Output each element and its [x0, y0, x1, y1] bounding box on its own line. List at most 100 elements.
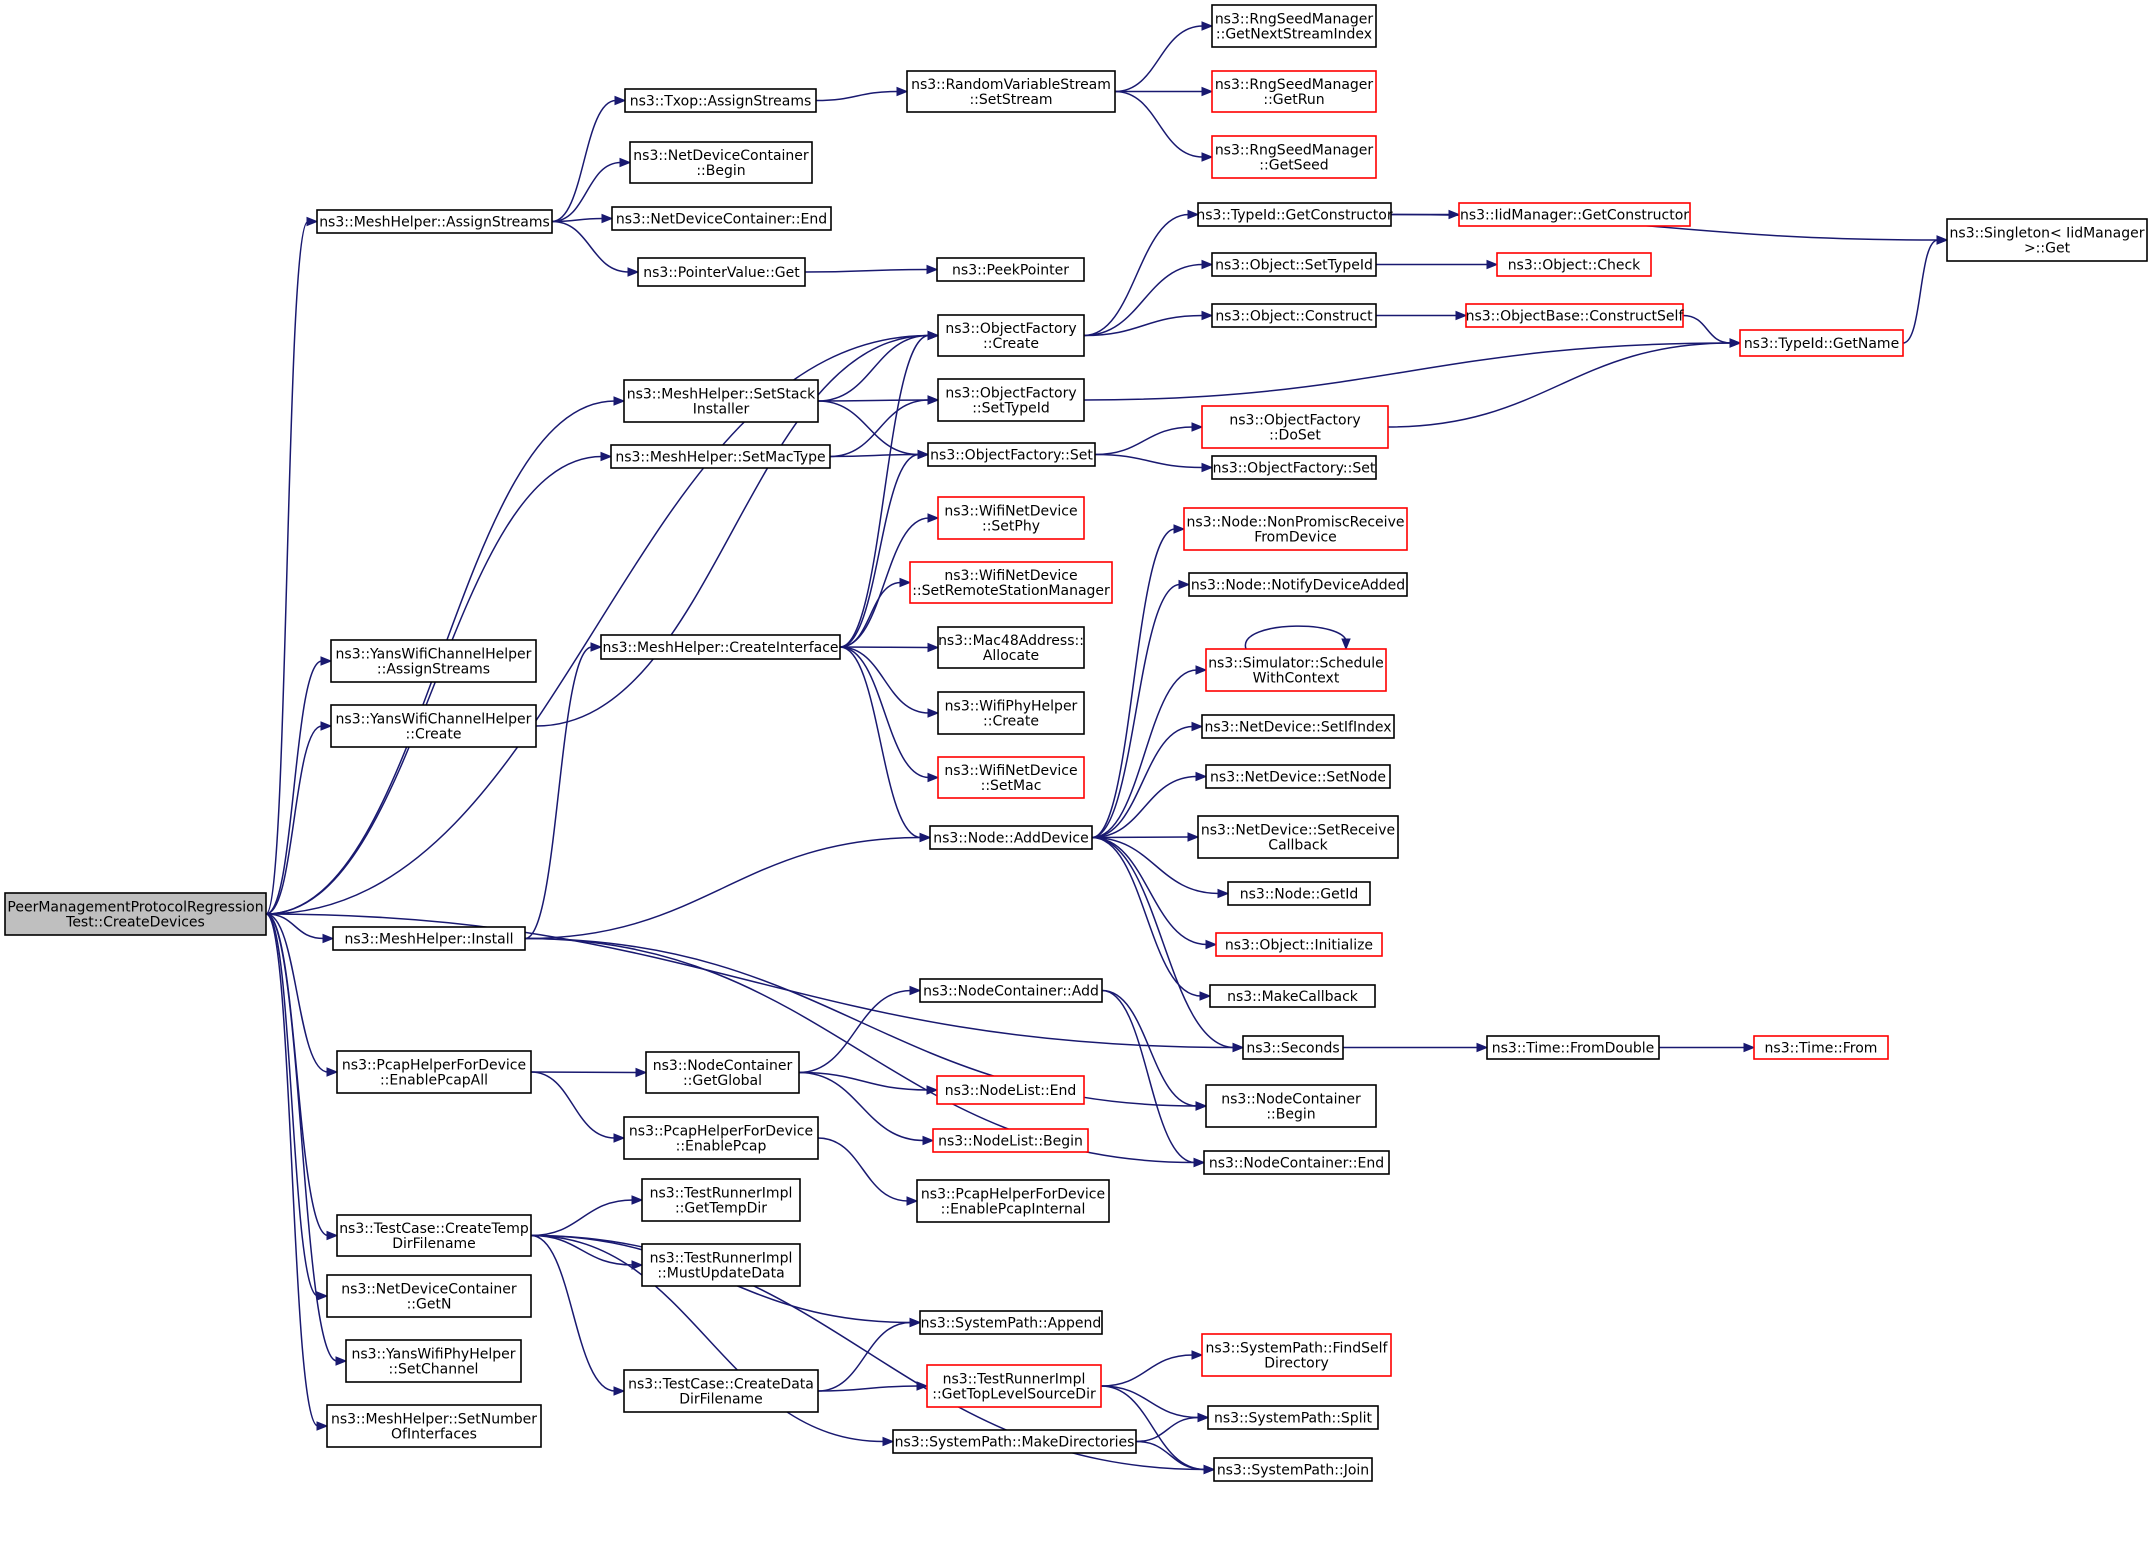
node-sp-split[interactable]: ns3::SystemPath::Split: [1207, 1405, 1379, 1430]
node-rvs-setstream[interactable]: ns3::RandomVariableStream::SetStream: [906, 70, 1116, 113]
node-mac48-alloc[interactable]: ns3::Mac48Address::Allocate: [937, 626, 1085, 669]
arrowhead-mh_createif-to-of_set: [917, 449, 930, 460]
node-wnd-setrsm[interactable]: ns3::WifiNetDevice::SetRemoteStationMana…: [909, 561, 1113, 604]
node-nl-end[interactable]: ns3::NodeList::End: [936, 1075, 1085, 1105]
node-wnd-setphy[interactable]: ns3::WifiNetDevice::SetPhy: [937, 496, 1085, 540]
node-tri-gettop[interactable]: ns3::TestRunnerImpl::GetTopLevelSourceDi…: [926, 1364, 1102, 1408]
node-of-set[interactable]: ns3::ObjectFactory::Set: [927, 442, 1096, 467]
node-box: [936, 257, 1085, 282]
node-mh-createif[interactable]: ns3::MeshHelper::CreateInterface: [600, 634, 841, 660]
node-ndc-begin[interactable]: ns3::NetDeviceContainer::Begin: [629, 141, 813, 184]
node-pcap-enable[interactable]: ns3::PcapHelperForDevice::EnablePcap: [623, 1116, 819, 1160]
edge-tc_temp-to-tc_data: [530, 1234, 616, 1392]
edge-tc_temp-to-sp_mkdirs: [530, 1234, 885, 1443]
node-seconds[interactable]: ns3::Seconds: [1242, 1035, 1344, 1060]
node-node-adddev[interactable]: ns3::Node::AddDevice: [929, 825, 1093, 850]
node-box: [641, 1243, 801, 1287]
node-mh-install[interactable]: ns3::MeshHelper::Install: [332, 926, 526, 951]
node-wph-create[interactable]: ns3::WifiPhyHelper::Create: [937, 691, 1085, 735]
node-rsm-nextidx[interactable]: ns3::RngSeedManager::GetNextStreamIndex: [1211, 4, 1377, 48]
node-sp-append[interactable]: ns3::SystemPath::Append: [919, 1310, 1103, 1335]
node-obj-settypeid[interactable]: ns3::Object::SetTypeId: [1211, 252, 1377, 277]
node-ob-constructself[interactable]: ns3::ObjectBase::ConstructSelf: [1465, 303, 1685, 328]
node-label-line: FromDevice: [1254, 530, 1337, 546]
node-pv-get[interactable]: ns3::PointerValue::Get: [637, 257, 806, 287]
node-rsm-getseed[interactable]: ns3::RngSeedManager::GetSeed: [1211, 135, 1377, 179]
node-pcap-internal[interactable]: ns3::PcapHelperForDevice::EnablePcapInte…: [916, 1179, 1110, 1223]
node-mh-setmac[interactable]: ns3::MeshHelper::SetMacType: [610, 444, 831, 469]
node-box: [330, 704, 537, 748]
edge-tc_temp-to-tri_gettemp: [530, 1199, 634, 1237]
node-singleton-get[interactable]: ns3::Singleton< IidManager >::Get: [1946, 218, 2148, 262]
node-makecb[interactable]: ns3::MakeCallback: [1209, 984, 1376, 1008]
node-sp-join[interactable]: ns3::SystemPath::Join: [1213, 1457, 1373, 1482]
node-tid-getctor[interactable]: ns3::TypeId::GetConstructor: [1196, 202, 1393, 227]
node-label-line: ns3::Time::From: [1765, 1041, 1878, 1057]
node-time-from[interactable]: ns3::Time::From: [1753, 1035, 1889, 1060]
node-of-set2[interactable]: ns3::ObjectFactory::Set: [1211, 455, 1377, 480]
node-label-line: ns3::NodeContainer::Add: [923, 984, 1099, 1000]
node-box: [1211, 252, 1377, 277]
node-tid-getname[interactable]: ns3::TypeId::GetName: [1739, 329, 1904, 357]
node-txop-assign[interactable]: ns3::Txop::AssignStreams: [624, 88, 817, 113]
node-nc-begin[interactable]: ns3::NodeContainer::Begin: [1205, 1084, 1377, 1128]
arrowhead-root-to-mh_setnum: [316, 1421, 329, 1431]
node-obj-init[interactable]: ns3::Object::Initialize: [1215, 932, 1383, 957]
node-label-line: ::MustUpdateData: [657, 1266, 784, 1282]
node-sp-mkdirs[interactable]: ns3::SystemPath::MakeDirectories: [892, 1429, 1137, 1454]
node-yans-create[interactable]: ns3::YansWifiChannelHelper::Create: [330, 704, 537, 748]
arrowhead-sp_mkdirs-to-sp_join: [1203, 1464, 1216, 1475]
arrowhead-root-to-mh_setstack: [613, 396, 626, 406]
edge-mh_install-to-node_adddev: [524, 836, 922, 940]
node-nd-setnode[interactable]: ns3::NetDevice::SetNode: [1205, 764, 1391, 789]
node-tri-gettemp[interactable]: ns3::TestRunnerImpl::GetTempDir: [641, 1178, 801, 1222]
node-label-line: ns3::YansWifiPhyHelper: [351, 1347, 515, 1363]
node-of-doset[interactable]: ns3::ObjectFactory::DoSet: [1201, 405, 1389, 449]
arrowhead-root-to-yans_create: [320, 721, 333, 731]
node-of-settypeid[interactable]: ns3::ObjectFactory::SetTypeId: [937, 378, 1085, 422]
node-nc-end[interactable]: ns3::NodeContainer::End: [1203, 1150, 1390, 1175]
node-nd-setifindex[interactable]: ns3::NetDevice::SetIfIndex: [1201, 714, 1395, 739]
node-obj-check[interactable]: ns3::Object::Check: [1496, 252, 1652, 277]
arrowhead-tid_getname-to-singleton_get: [1936, 235, 1949, 245]
node-of-create[interactable]: ns3::ObjectFactory::Create: [937, 314, 1085, 357]
node-label-line: ns3::Node::NonPromiscReceive: [1187, 515, 1405, 531]
node-yansphy-setch[interactable]: ns3::YansWifiPhyHelper::SetChannel: [345, 1339, 522, 1383]
node-pcap-all[interactable]: ns3::PcapHelperForDevice::EnablePcapAll: [336, 1050, 532, 1094]
node-box: [1211, 4, 1377, 48]
node-yans-assign[interactable]: ns3::YansWifiChannelHelper::AssignStream…: [330, 639, 537, 683]
node-ndc-end[interactable]: ns3::NetDeviceContainer::End: [611, 206, 832, 231]
node-nc-add[interactable]: ns3::NodeContainer::Add: [919, 978, 1103, 1003]
node-obj-construct[interactable]: ns3::Object::Construct: [1211, 303, 1377, 328]
node-tri-must[interactable]: ns3::TestRunnerImpl::MustUpdateData: [641, 1243, 801, 1287]
arrowhead-nc_add-to-nc_end: [1193, 1157, 1206, 1168]
node-root[interactable]: PeerManagementProtocolRegressionTest::Cr…: [4, 892, 267, 936]
node-box: [623, 1369, 819, 1413]
node-nc-getglobal[interactable]: ns3::NodeContainer::GetGlobal: [645, 1051, 800, 1094]
node-nl-begin[interactable]: ns3::NodeList::Begin: [932, 1128, 1089, 1153]
edge-mh_setmac-to-of_settypeid: [829, 399, 930, 458]
node-box: [623, 1116, 819, 1160]
node-label-line: ::DoSet: [1269, 428, 1321, 444]
node-wnd-setmac[interactable]: ns3::WifiNetDevice::SetMac: [937, 756, 1085, 799]
node-box: [316, 209, 553, 234]
node-iid-getctor[interactable]: ns3::IidManager::GetConstructor: [1458, 202, 1691, 227]
edge-root-to-mh_assign: [265, 220, 309, 915]
edge-root-to-yans_create: [265, 725, 323, 915]
node-peekpointer[interactable]: ns3::PeekPointer: [936, 257, 1085, 282]
node-rsm-getrun[interactable]: ns3::RngSeedManager::GetRun: [1211, 70, 1377, 113]
node-node-getid[interactable]: ns3::Node::GetId: [1227, 881, 1371, 906]
node-mh-assign[interactable]: ns3::MeshHelper::AssignStreams: [316, 209, 553, 234]
node-ndc-getn[interactable]: ns3::NetDeviceContainer::GetN: [326, 1274, 532, 1318]
edge-tc_data-to-sp_append: [817, 1321, 912, 1392]
node-time-fromdouble[interactable]: ns3::Time::FromDouble: [1486, 1035, 1660, 1060]
node-node-notify[interactable]: ns3::Node::NotifyDeviceAdded: [1188, 572, 1408, 597]
